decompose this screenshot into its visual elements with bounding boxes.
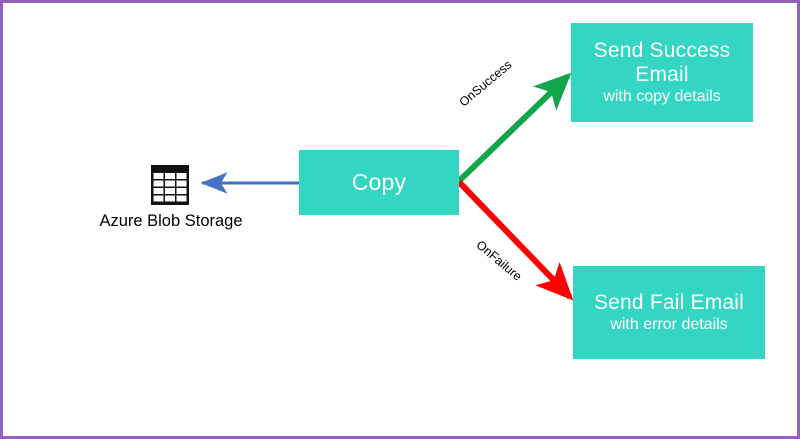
- onsuccess-arrow: [456, 72, 572, 184]
- diagram-connectors: [200, 72, 574, 301]
- send-fail-email-subtitle: with error details: [610, 316, 728, 334]
- send-success-email-node[interactable]: Send Success Email with copy details: [571, 23, 753, 122]
- send-fail-email-title: Send Fail Email: [593, 290, 745, 314]
- copy-activity-node[interactable]: Copy: [299, 150, 459, 215]
- table-grid-icon: [151, 165, 189, 205]
- send-success-email-subtitle: with copy details: [603, 88, 721, 106]
- copy-activity-title: Copy: [351, 168, 407, 195]
- send-success-email-title: Send Success Email: [593, 39, 731, 86]
- azure-blob-storage-label: Azure Blob Storage: [99, 212, 243, 230]
- onfailure-arrow: [456, 179, 574, 301]
- send-fail-email-node[interactable]: Send Fail Email with error details: [573, 266, 765, 359]
